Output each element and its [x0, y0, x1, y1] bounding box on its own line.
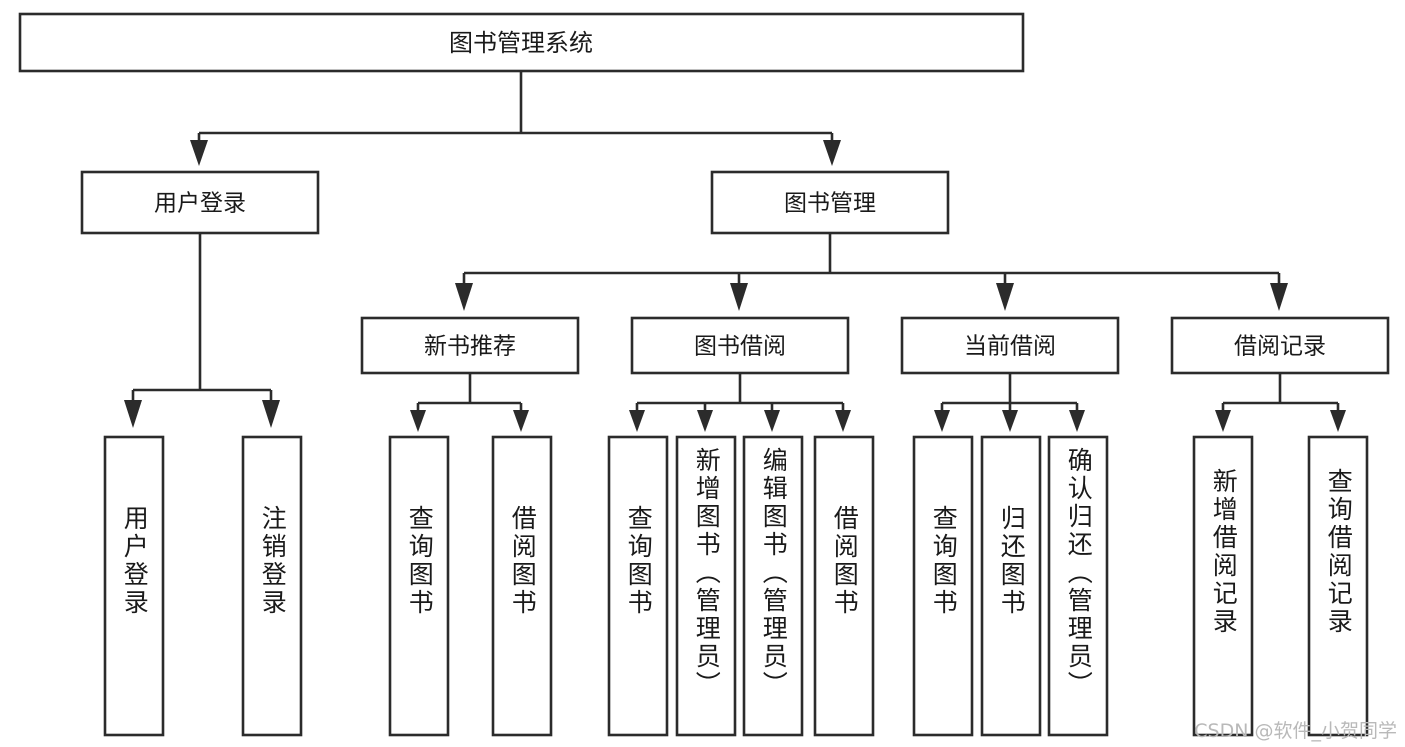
- node-user-login-box: [80, 170, 320, 235]
- arrowhead-leaf-add-borrow-record: [1215, 410, 1231, 432]
- arrowhead-to-new-book-recommend: [455, 283, 473, 311]
- node-book-borrow-label: 图书借阅: [694, 334, 786, 360]
- leaf-box-edit-book[interactable]: [742, 435, 804, 737]
- leaf-box-add-borrow-record[interactable]: [1192, 435, 1254, 737]
- node-book-management[interactable]: 图书管理: [710, 170, 950, 235]
- node-new-book-recommend-label: 新书推荐: [424, 334, 516, 360]
- leaf-box-query-borrow-record[interactable]: [1307, 435, 1369, 737]
- node-user-login-label: 用户登录: [154, 191, 246, 217]
- node-new-book-recommend-box: [360, 316, 580, 375]
- leaf-box-user-login[interactable]: [103, 435, 165, 737]
- connector-book-borrow-to-leaves: [629, 373, 851, 432]
- arrowhead-leaf-borrow-book-1: [513, 410, 529, 432]
- node-user-login[interactable]: 用户登录: [80, 170, 320, 235]
- node-root-system[interactable]: 图书管理系统: [18, 12, 1025, 73]
- leaf-box-borrow-book-1[interactable]: [491, 435, 553, 737]
- arrowhead-leaf-return-book: [1002, 410, 1018, 432]
- arrowhead-leaf-add-book: [697, 410, 713, 432]
- leaf-box-confirm-return[interactable]: [1047, 435, 1109, 737]
- node-borrow-record[interactable]: 借阅记录: [1170, 316, 1390, 375]
- arrowhead-leaf-borrow-book-2: [835, 410, 851, 432]
- node-current-borrow-label: 当前借阅: [964, 334, 1056, 360]
- connector-book-management-to-level3: [455, 233, 1288, 311]
- arrowhead-to-book-management: [823, 140, 841, 166]
- node-book-borrow[interactable]: 图书借阅: [630, 316, 850, 375]
- node-current-borrow-box: [900, 316, 1120, 375]
- arrowhead-to-borrow-record: [1270, 283, 1288, 311]
- leaf-box-return-book[interactable]: [980, 435, 1042, 737]
- arrowhead-to-user-login: [190, 140, 208, 166]
- arrowhead-leaf-query-book-1: [410, 410, 426, 432]
- leaf-box-add-book[interactable]: [675, 435, 737, 737]
- connector-current-borrow-to-leaves: [934, 373, 1085, 432]
- leaf-box-logout[interactable]: [241, 435, 303, 737]
- arrowhead-leaf-logout: [262, 400, 280, 428]
- arrowhead-leaf-user-login: [124, 400, 142, 428]
- node-book-management-label: 图书管理: [784, 191, 876, 217]
- arrowhead-to-book-borrow: [730, 283, 748, 311]
- leaf-box-query-book-1[interactable]: [388, 435, 450, 737]
- arrowhead-leaf-query-book-3: [934, 410, 950, 432]
- arrowhead-leaf-confirm-return: [1069, 410, 1085, 432]
- node-borrow-record-label: 借阅记录: [1234, 334, 1326, 360]
- arrowhead-to-current-borrow: [996, 283, 1014, 311]
- leaf-box-query-book-2[interactable]: [607, 435, 669, 737]
- connector-new-book-recommend-to-leaves: [410, 373, 529, 432]
- arrowhead-leaf-edit-book: [764, 410, 780, 432]
- arrowhead-leaf-query-borrow-record: [1330, 410, 1346, 432]
- arrowhead-leaf-query-book-2: [629, 410, 645, 432]
- connector-user-login-to-leaves: [124, 233, 280, 428]
- node-root-system-box: [18, 12, 1025, 73]
- leaf-box-borrow-book-2[interactable]: [813, 435, 875, 737]
- node-current-borrow[interactable]: 当前借阅: [900, 316, 1120, 375]
- leaf-box-query-book-3[interactable]: [912, 435, 974, 737]
- connector-borrow-record-to-leaves: [1215, 373, 1346, 432]
- node-root-system-label: 图书管理系统: [449, 29, 593, 57]
- connector-root-to-level2: [190, 71, 841, 166]
- node-new-book-recommend[interactable]: 新书推荐: [360, 316, 580, 375]
